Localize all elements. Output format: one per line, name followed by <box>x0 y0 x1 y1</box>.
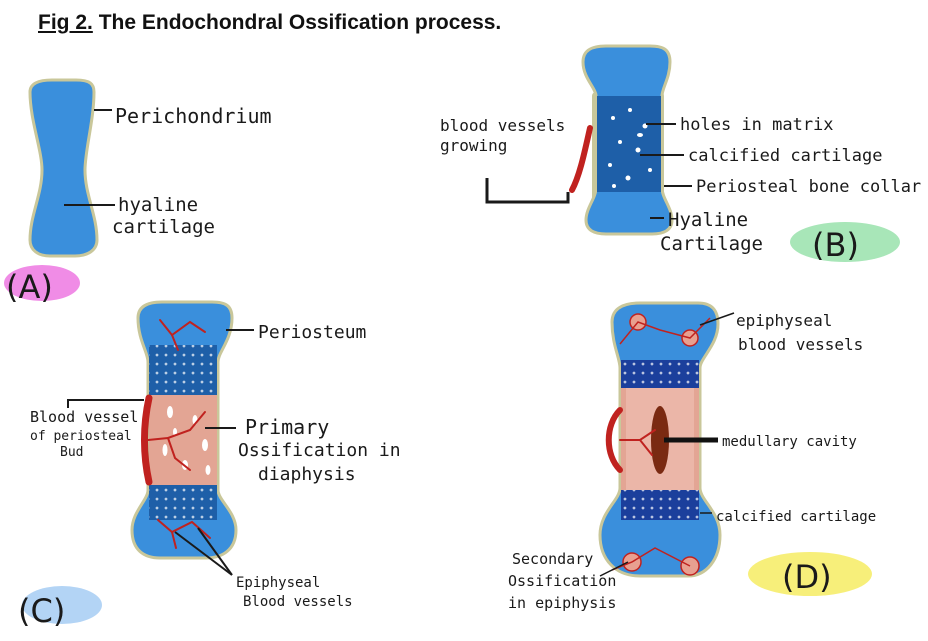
label-epiphyseal-d-2: blood vessels <box>738 335 863 354</box>
label-vessel-c-2: of periosteal <box>30 429 132 444</box>
panel-b: blood vessels growing holes in matrix ca… <box>440 44 921 264</box>
highlight-b <box>790 222 900 262</box>
medullary-cavity <box>651 406 669 474</box>
vessel-branches-c <box>147 319 211 549</box>
trabeculae-c <box>162 406 211 475</box>
label-secondary-3: in epiphysis <box>508 594 616 612</box>
label-primary-2: Ossification in <box>238 440 401 461</box>
label-vessel-c-1: Blood vessel <box>30 408 138 426</box>
blood-vessel-b <box>569 125 593 193</box>
label-periosteum: Periosteum <box>258 322 366 343</box>
label-hyaline-b-2: Cartilage <box>660 233 763 255</box>
label-vessels-b-1: blood vessels <box>440 116 565 135</box>
highlight-c <box>22 586 102 624</box>
label-epiphyseal-c-1: Epiphyseal <box>236 575 320 591</box>
label-epiphyseal-d-1: epiphyseal <box>736 311 832 330</box>
label-calcified-d: calcified cartilage <box>716 509 876 525</box>
label-secondary-2: Ossification <box>508 572 616 590</box>
label-hyaline-a-2: cartilage <box>112 216 215 238</box>
figure-number: Fig 2. <box>38 11 93 34</box>
label-holes: holes in matrix <box>680 115 834 135</box>
highlight-d <box>748 552 872 596</box>
panel-letter-c: (C) <box>18 592 65 630</box>
label-primary-3: diaphysis <box>258 464 356 485</box>
label-vessels-b-2: growing <box>440 136 507 155</box>
label-hyaline-b-1: Hyaline <box>668 209 748 231</box>
label-hyaline-a-1: hyaline <box>118 194 198 216</box>
label-epiphyseal-c-2: Blood vessels <box>243 594 353 610</box>
periosteal-bud-vessel <box>141 394 153 486</box>
label-collar: Periosteal bone collar <box>696 177 921 197</box>
bracket-b <box>485 178 570 204</box>
panel-a: Perichondrium hyaline cartilage (A) <box>4 78 272 306</box>
matrix-holes-b <box>608 108 652 188</box>
panel-d: medullary cavity epiphyseal blood vessel… <box>508 301 876 612</box>
label-secondary-1: Secondary <box>512 550 593 568</box>
nutrient-vessel-d <box>605 407 623 473</box>
highlight-a <box>4 265 80 301</box>
label-calcified-b: calcified cartilage <box>688 146 882 166</box>
label-perichondrium: Perichondrium <box>115 104 272 128</box>
secondary-ossification-centers <box>611 313 711 576</box>
vessel-branches-d <box>619 429 656 456</box>
figure-title: Fig 2. The Endochondral Ossification pro… <box>38 11 501 35</box>
panel-letter-d: (D) <box>782 558 832 596</box>
panel-c: Periosteum Blood vessel of periosteal Bu… <box>18 300 401 630</box>
panel-letter-b: (B) <box>812 226 859 264</box>
label-primary-1: Primary <box>245 415 329 439</box>
label-vessel-c-3: Bud <box>60 445 83 460</box>
cartilage-model-a <box>28 78 99 258</box>
label-medullary: medullary cavity <box>722 434 857 450</box>
panel-letter-a: (A) <box>6 268 53 306</box>
figure-title-text: The Endochondral Ossification process. <box>98 11 502 34</box>
